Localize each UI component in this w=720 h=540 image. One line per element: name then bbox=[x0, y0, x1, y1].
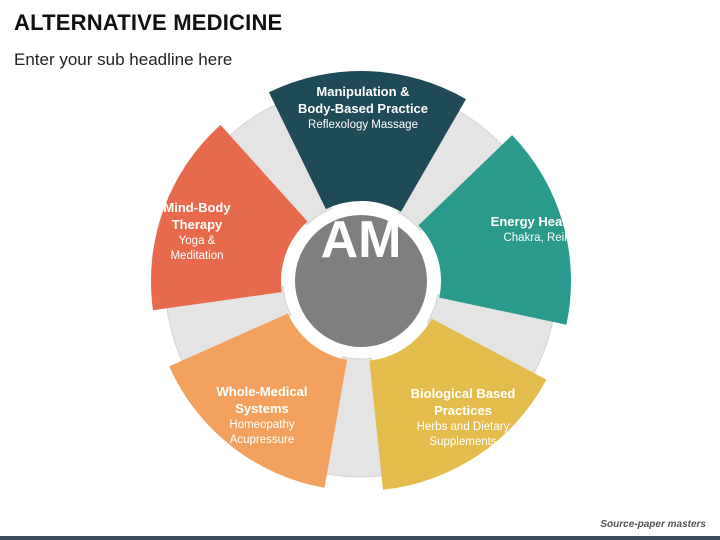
segment-desc-line: Meditation bbox=[170, 249, 224, 262]
segment-title-line: Biological Based bbox=[410, 386, 516, 401]
segment-desc-line: Homeopathy bbox=[229, 418, 295, 431]
segment-desc-line: Reflexology Massage bbox=[308, 118, 418, 131]
segment-manipulation bbox=[268, 70, 466, 212]
segment-mind-body bbox=[150, 124, 308, 311]
segment-label-manipulation: Manipulation & Body-Based Practice Refle… bbox=[268, 84, 458, 133]
page-title: ALTERNATIVE MEDICINE bbox=[14, 10, 283, 35]
segment-desc-line: Herbs and Dietary bbox=[416, 420, 510, 433]
segment-title-line: Therapy bbox=[171, 216, 223, 232]
segment-label-mind-body: Mind-Body Therapy Yoga & Meditation bbox=[142, 200, 252, 264]
segment-desc-line: Chakra, Reiki bbox=[503, 231, 573, 244]
source-credit: Source-paper masters bbox=[600, 519, 706, 530]
segment-title-line: Systems bbox=[235, 400, 289, 416]
page-subtitle: Enter your sub headline here bbox=[14, 50, 233, 69]
segment-title-line: Practices bbox=[434, 402, 492, 418]
bottom-bar bbox=[0, 536, 720, 540]
segment-desc-line: Yoga & bbox=[178, 234, 216, 247]
segment-title-line: Body-Based Practice bbox=[297, 100, 429, 116]
segment-label-energy: Energy Healing Chakra, Reiki bbox=[463, 214, 613, 246]
segment-title-line: Manipulation & bbox=[316, 84, 410, 99]
segment-whole-medical bbox=[169, 313, 348, 488]
hub-label: AM bbox=[320, 211, 402, 269]
segment-label-biological: Biological Based Practices Herbs and Die… bbox=[388, 386, 538, 450]
segment-desc-line: Supplements bbox=[429, 435, 497, 448]
segment-title-line: Whole-Medical bbox=[216, 384, 308, 399]
hub-circle bbox=[295, 215, 427, 347]
segment-title-line: Mind-Body bbox=[163, 200, 231, 215]
segment-title-line: Energy Healing bbox=[490, 214, 586, 229]
segment-desc-line: Acupressure bbox=[229, 433, 295, 446]
segment-energy bbox=[418, 135, 572, 325]
segment-biological bbox=[369, 318, 547, 490]
segment-label-whole-medical: Whole-Medical Systems Homeopathy Acupres… bbox=[192, 384, 332, 448]
